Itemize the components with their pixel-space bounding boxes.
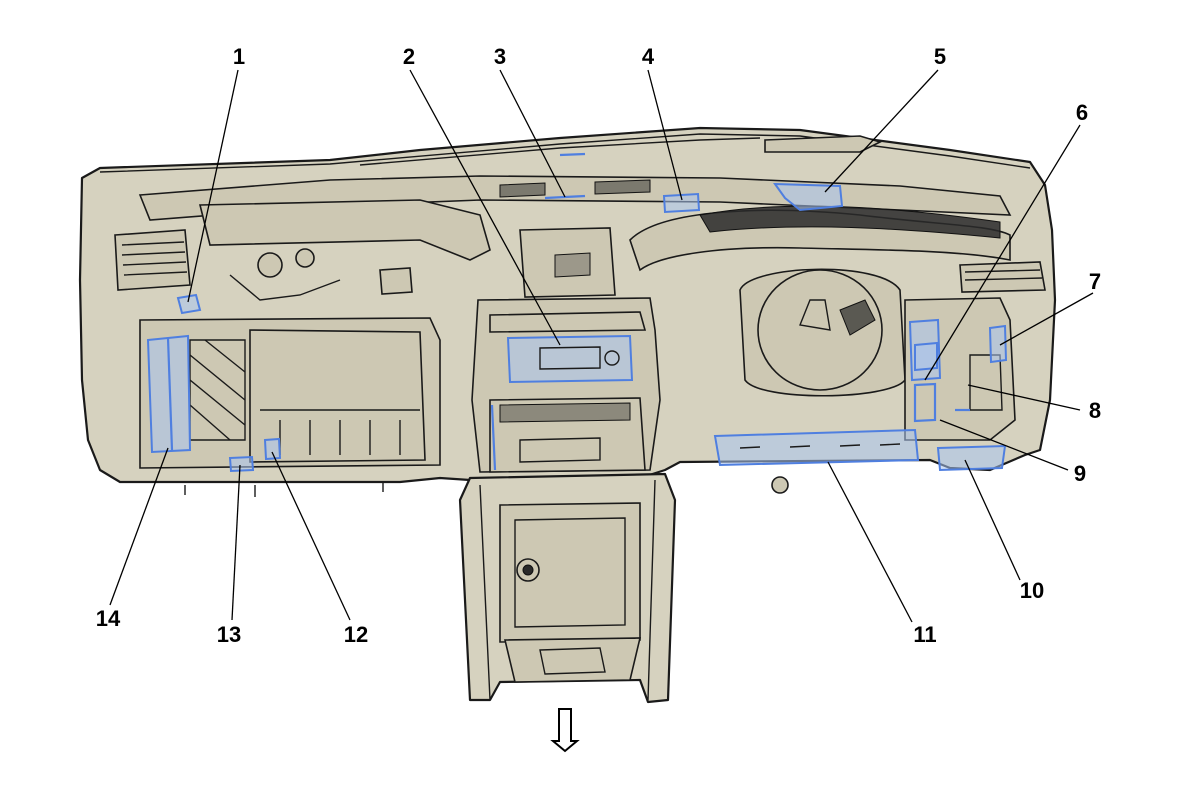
component-4	[662, 192, 701, 214]
component-12	[263, 437, 282, 461]
component-5	[773, 182, 844, 212]
callout-2: 2	[403, 44, 415, 69]
leader-lines	[109, 69, 1094, 623]
callout-11: 11	[913, 622, 936, 647]
highlighted-components	[146, 152, 1008, 473]
callout-8: 8	[1089, 398, 1101, 423]
callout-9: 9	[1074, 461, 1086, 486]
component-7	[988, 324, 1008, 364]
component-11	[713, 428, 920, 467]
center-console	[458, 397, 677, 704]
callout-4: 4	[642, 44, 655, 69]
callout-10: 10	[1020, 578, 1044, 603]
callout-5: 5	[934, 44, 946, 69]
callout-1: 1	[233, 44, 245, 69]
component-2	[506, 334, 634, 384]
component-13	[228, 455, 255, 473]
callout-13: 13	[217, 622, 241, 647]
callout-6: 6	[1076, 100, 1088, 125]
callout-12: 12	[344, 622, 368, 647]
component-1	[176, 293, 202, 315]
forward-arrow-icon	[550, 708, 580, 753]
callout-14: 14	[96, 606, 121, 631]
callout-3: 3	[494, 44, 506, 69]
component-10	[936, 444, 1007, 472]
callout-labels: 1 2 3 4 5 6 7 8 9 10 11 12 13 14	[96, 44, 1101, 647]
callout-7: 7	[1089, 269, 1101, 294]
